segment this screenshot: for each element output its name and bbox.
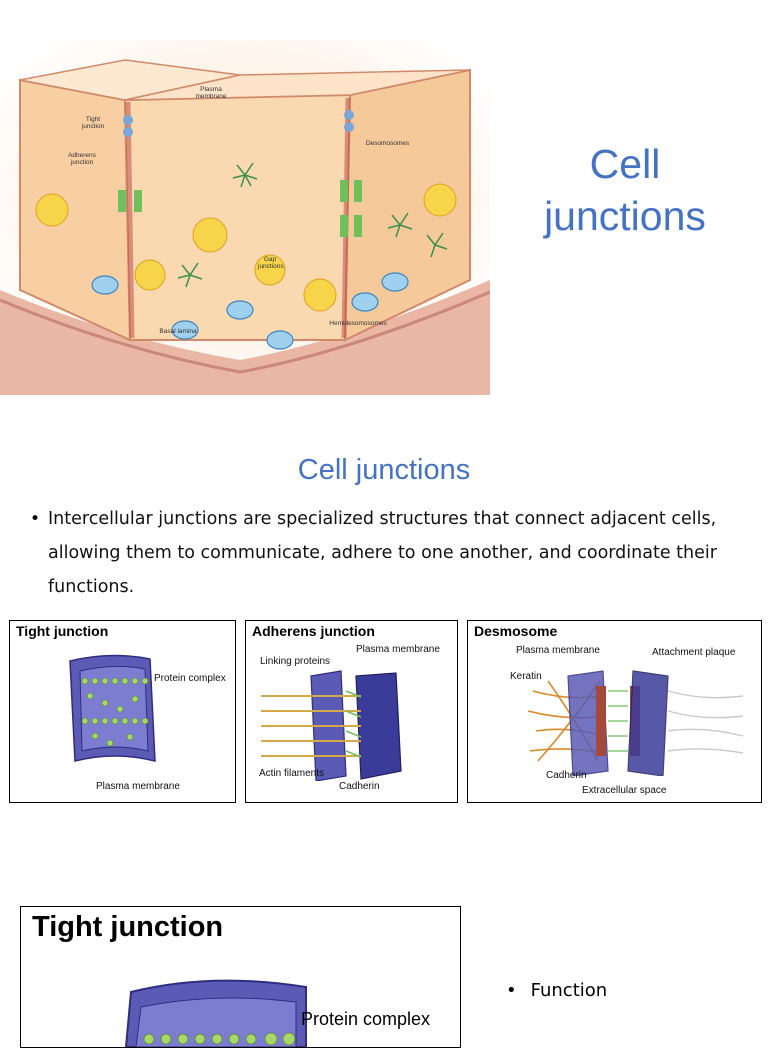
adherens-label-actin-filaments: Actin filaments	[259, 768, 325, 779]
desmosome-label-plasma-membrane: Plasma membrane	[516, 645, 600, 656]
slide-3-bullet: • Function	[506, 980, 607, 1001]
desmosome-diagram	[528, 670, 744, 776]
adherens-junction-panel-title: Adherens junction	[252, 623, 375, 639]
tight-label-protein-complex: Protein complex	[154, 673, 226, 684]
label-basal-lamina: Basal lamina	[159, 328, 197, 335]
slide-1-title-line1: Cell	[589, 141, 661, 187]
adherens-label-plasma-membrane: Plasma membrane	[356, 644, 440, 655]
slide-1-title-line2: junctions	[544, 193, 706, 239]
tight-junction-panel-title: Tight junction	[16, 623, 109, 639]
bullet-dot: •	[30, 509, 41, 529]
slide-2: Cell junctions • Intercellular junctions…	[0, 440, 768, 820]
adherens-junction-panel: Adherens junction Plasma membrane Linkin…	[245, 620, 458, 803]
desmosome-label-attachment-plaque: Attachment plaque	[652, 647, 736, 658]
bullet-line-1: Intercellular junctions are specialized …	[48, 509, 717, 529]
tight-junction-diagram	[69, 654, 156, 762]
tight-junction-panel: Tight junction Protein complex Plasma me…	[9, 620, 236, 803]
bullet-line-3: functions.	[48, 577, 135, 597]
adherens-label-linking-proteins: Linking proteins	[260, 656, 331, 667]
label-desmosomes: Desomosomes	[365, 140, 410, 147]
desmosome-panel-title: Desmosome	[474, 623, 558, 639]
label-plasma-membrane: Plasma membrane	[195, 86, 227, 100]
desmosome-panel: Desmosome Plasma membrane Attachment pla…	[467, 620, 762, 803]
label-tight-junction: Tight junction	[81, 116, 105, 130]
tight-label-plasma-membrane: Plasma membrane	[96, 781, 180, 792]
slide-2-bullet: • Intercellular junctions are specialize…	[30, 502, 750, 604]
desmosome-label-keratin: Keratin	[510, 671, 542, 682]
label-gap-junctions: Gap junctions	[258, 256, 284, 270]
slide-3-bullet-dot: •	[506, 980, 517, 1001]
desmosome-label-cadherin: Cadherin	[546, 770, 587, 781]
tight-junction-large-title: Tight junction	[32, 911, 224, 943]
tight-junction-large-diagram	[124, 979, 307, 1047]
slide-2-title: Cell junctions	[297, 454, 471, 486]
slide-3: Tight junction Protein complex • Function	[0, 880, 768, 1048]
bullet-text: Intercellular junctions are specialized …	[48, 502, 750, 604]
label-hemidesmosomes: Hemidesomosomes	[329, 320, 387, 327]
slide-1: Plasma membrane Tight junction Adherens …	[0, 0, 768, 400]
slide-1-title: Cell junctions	[520, 138, 730, 242]
tight-junction-large-protein-complex: Protein complex	[301, 1009, 431, 1029]
label-adherens-junction: Adherens junction	[68, 152, 96, 166]
adherens-junction-diagram	[261, 670, 402, 781]
adherens-label-cadherin: Cadherin	[339, 781, 380, 792]
tight-junction-large-panel: Tight junction Protein complex	[20, 906, 461, 1048]
desmosome-label-extracellular-space: Extracellular space	[582, 785, 667, 796]
bullet-line-2: allowing them to communicate, adhere to …	[48, 543, 717, 563]
slide-3-bullet-text: Function	[530, 980, 608, 1001]
epithelium-illustration: Plasma membrane Tight junction Adherens …	[0, 40, 491, 395]
